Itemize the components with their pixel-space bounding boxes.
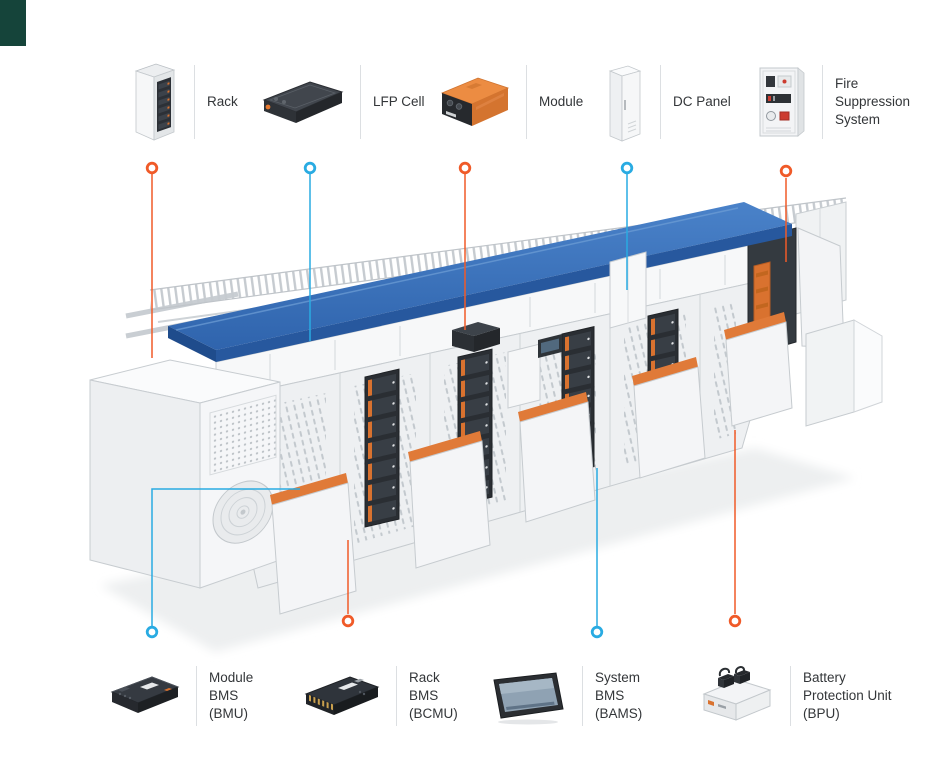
legend-label: Fire Suppression System [835,75,910,128]
legend-label-line: System [595,670,641,686]
legend-label: Module [539,94,584,110]
legend-label-line: BMS [595,688,625,704]
connector-lines [151,174,787,626]
connector-dot-bpu [728,614,742,628]
module-icon [436,69,514,135]
dc-panel-cabinet [609,251,647,329]
legend-item-lfp-cell: LFP Cell [256,56,425,148]
legend-divider [396,666,397,726]
corner-accent [0,0,26,46]
legend-label: DC Panel [673,94,731,110]
legend-item-rack-bms: Rack BMS (BCMU) [300,658,458,734]
open-door [632,357,706,479]
open-door [724,312,793,427]
legend-item-module: Module [436,56,583,148]
left-hvac-cabinet [89,359,281,589]
legend-label: Module BMS (BMU) [209,669,253,722]
legend-label-line: (BPU) [803,705,840,721]
legend-item-module-bms: Module BMS (BMU) [106,658,253,734]
legend-item-dc-panel: DC Panel [602,56,731,148]
legend-label-line: BMS [409,688,439,704]
legend-divider [360,65,361,139]
legend-divider [582,666,583,726]
connector-dots [145,161,793,639]
open-door [270,473,357,615]
legend-label-line: Module [209,670,254,686]
legend-label-line: (BMU) [209,705,248,721]
legend-divider [526,65,527,139]
lfp-cell-icon [256,74,348,130]
open-door [518,392,596,523]
legend-label-line: (BCMU) [409,705,458,721]
legend-item-system-bms: System BMS (BAMS) [486,658,642,734]
legend-item-fire-suppression: Fire Suppression System [752,56,910,148]
open-doors [270,312,793,615]
bpu-icon [696,664,778,728]
blue-roof [168,202,792,362]
dc-panel-icon [602,58,648,146]
system-bms-icon [486,667,570,725]
fire-suppression-icon [752,60,810,144]
connector-dot-dc-panel [620,161,634,175]
legend-label-line: Fire [835,76,859,92]
legend-divider [822,65,823,139]
legend-label-line: Battery [803,670,846,686]
legend-item-rack: Rack [126,56,238,148]
connector-dot-module-bms [145,625,159,639]
legend-divider [660,65,661,139]
connector-dot-module [458,161,472,175]
rack-bms-icon [300,666,384,726]
connector-dot-rack-bms [341,614,355,628]
legend-label-line: BMS [209,688,239,704]
legend-label-line: (BAMS) [595,705,643,721]
legend-label-line: System [835,111,881,127]
legend-label-line: Protection Unit [803,688,892,704]
vent-grille [209,394,277,476]
legend-label: System BMS (BAMS) [595,669,642,722]
legend-label-line: Suppression [835,94,911,110]
rooftop-equipment [452,322,562,409]
connector-dot-rack [145,161,159,175]
legend-divider [196,666,197,726]
open-door [408,431,491,569]
legend-label: Rack [207,94,238,110]
legend-divider [790,666,791,726]
legend-item-bpu: Battery Protection Unit (BPU) [696,658,892,734]
connector-dot-system-bms [590,625,604,639]
connector-line-module-bms [151,488,300,626]
connector-dot-lfp-cell [303,161,317,175]
module-bms-icon [106,666,184,726]
rack-icon [126,58,182,146]
connector-dot-fire-suppression [779,164,793,178]
legend-label-line: Rack [409,670,440,686]
legend-label: Rack BMS (BCMU) [409,669,458,722]
legend-divider [194,65,195,139]
legend-label: Battery Protection Unit (BPU) [803,669,892,722]
legend-label: LFP Cell [373,94,425,110]
